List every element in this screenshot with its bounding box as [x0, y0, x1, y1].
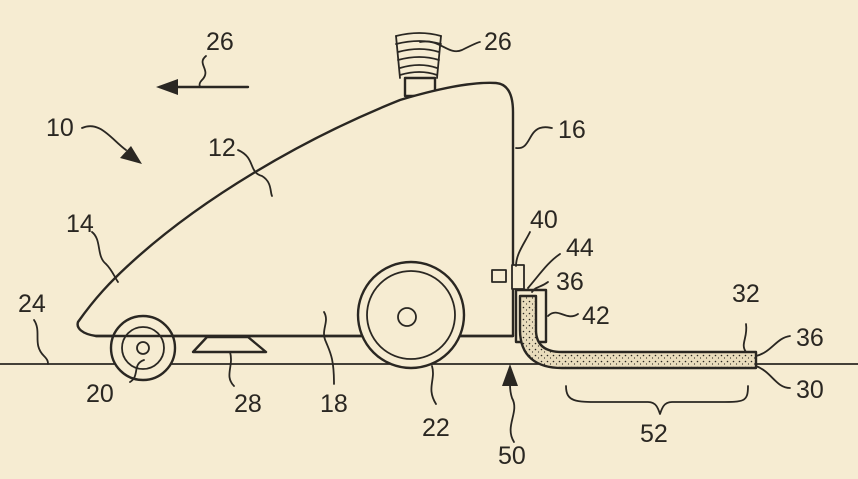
label-32: 32: [732, 280, 760, 308]
leader-40: [515, 231, 531, 267]
leader-16: [515, 126, 553, 149]
label-12: 12: [208, 134, 236, 162]
direction-arrow: [156, 55, 250, 95]
label-52: 52: [640, 420, 668, 448]
leader-12: [237, 149, 273, 197]
rear-wheel: [356, 260, 466, 370]
leader-30: [755, 365, 791, 389]
label-26-arrow: 26: [206, 28, 234, 56]
leader-36a: [531, 281, 549, 293]
leader-42: [547, 311, 579, 318]
label-22: 22: [422, 414, 450, 442]
spring-sides: [395, 35, 442, 79]
leader-44: [527, 253, 561, 289]
label-18: 18: [320, 390, 348, 418]
leader-50: [502, 364, 518, 443]
label-14: 14: [66, 210, 94, 238]
leader-18: [323, 311, 335, 385]
foot-pad: [191, 335, 268, 354]
brace-52: [565, 385, 749, 415]
front-roller: [109, 314, 177, 382]
leader-28: [228, 351, 235, 387]
label-42: 42: [582, 302, 610, 330]
label-26-spring: 26: [484, 28, 512, 56]
leader-26b: [419, 40, 481, 53]
label-10: 10: [46, 114, 74, 142]
label-50: 50: [498, 442, 526, 470]
leader-22: [430, 365, 437, 405]
label-16: 16: [558, 116, 586, 144]
label-28: 28: [234, 390, 262, 418]
wiper-pad: [518, 294, 758, 370]
label-40: 40: [530, 206, 558, 234]
spring-coils: [395, 32, 442, 76]
label-36-bracket: 36: [556, 268, 584, 296]
label-44: 44: [566, 234, 594, 262]
leader-32: [742, 323, 748, 353]
leader-36b: [755, 335, 791, 357]
leader-24: [33, 319, 49, 365]
label-20: 20: [86, 380, 114, 408]
bracket-bolt: [491, 264, 525, 290]
label-30: 30: [796, 376, 824, 404]
leader-10: [81, 125, 142, 164]
label-36-pad: 36: [796, 324, 824, 352]
leader-14: [91, 231, 119, 283]
label-24: 24: [18, 290, 46, 318]
leader-20: [129, 359, 145, 383]
